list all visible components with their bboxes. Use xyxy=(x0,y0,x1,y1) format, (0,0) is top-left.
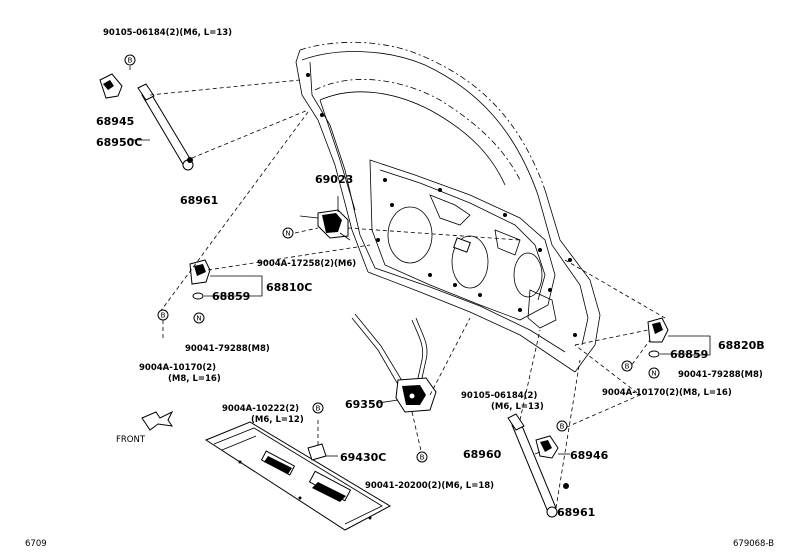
label-9004A-10170-left-b: (M8, L=16) xyxy=(168,374,221,384)
svg-text:B: B xyxy=(560,423,565,431)
label-lines xyxy=(130,139,711,457)
garnish-69430C xyxy=(204,421,392,531)
marker-b-6: B xyxy=(556,420,568,432)
label-68859-left: 68859 xyxy=(212,290,250,303)
label-90041-79288-left: 90041-79288(M8) xyxy=(185,344,270,354)
marker-b-3: B xyxy=(621,360,633,372)
bolt-68961-top xyxy=(187,157,193,163)
label-9004A-10222-b: (M6, L=12) xyxy=(251,415,304,425)
marker-b-2: B xyxy=(157,309,169,321)
svg-text:N: N xyxy=(196,315,201,323)
label-9004A-10222-a: 9004A-10222(2) xyxy=(222,404,299,414)
svg-text:B: B xyxy=(316,405,321,413)
marker-n-3: N xyxy=(648,367,660,379)
label-68961-bottom: 68961 xyxy=(557,506,595,519)
leader-lines xyxy=(129,60,666,509)
svg-text:B: B xyxy=(128,57,133,65)
handle-69023 xyxy=(299,209,351,241)
label-90105-06184-right-a: 90105-06184(2) xyxy=(461,391,537,401)
svg-text:B: B xyxy=(625,363,630,371)
label-69430C: 69430C xyxy=(340,451,386,464)
label-68859-right: 68859 xyxy=(670,348,708,361)
label-90041-79288-right: 90041-79288(M8) xyxy=(678,370,763,380)
label-68960: 68960 xyxy=(463,448,502,461)
label-68810C: 68810C xyxy=(266,281,312,294)
marker-b-5: B xyxy=(416,451,428,463)
stay-damper-right xyxy=(507,413,558,518)
lock-69350 xyxy=(351,313,437,413)
label-69350: 69350 xyxy=(345,398,384,411)
label-68820B: 68820B xyxy=(718,339,765,352)
label-90041-20200: 90041-20200(2)(M6, L=18) xyxy=(365,481,494,491)
marker-n-1: N xyxy=(282,227,294,239)
stay-damper-left xyxy=(137,83,194,171)
label-9004A-10170-right: 9004A-10170(2)(M8, L=16) xyxy=(602,388,732,398)
marker-b-1: B xyxy=(124,54,136,66)
figure-id: 679068-B xyxy=(733,539,774,549)
label-68961-top: 68961 xyxy=(180,194,218,207)
marker-b-4: B xyxy=(312,402,324,414)
marker-n-2: N xyxy=(193,312,205,324)
svg-text:N: N xyxy=(285,230,290,238)
svg-text:B: B xyxy=(420,454,425,462)
bracket-68946 xyxy=(535,435,559,459)
striker-68810C xyxy=(189,259,211,300)
label-68945: 68945 xyxy=(96,115,134,128)
label-69023: 69023 xyxy=(315,173,353,186)
label-68950C: 68950C xyxy=(96,136,142,149)
bolt-68961-bottom xyxy=(563,483,569,489)
svg-text:N: N xyxy=(651,370,656,378)
label-90105-06184-top: 90105-06184(2)(M6, L=13) xyxy=(103,28,232,38)
striker-68820B xyxy=(647,317,669,358)
bracket-68945 xyxy=(99,73,123,99)
label-9004A-10170-left-a: 9004A-10170(2) xyxy=(139,363,216,373)
label-front: FRONT xyxy=(116,435,146,445)
label-9004A-17258: 9004A-17258(2)(M6) xyxy=(257,259,356,269)
page-number-left: 6709 xyxy=(25,539,47,549)
back-door-panel xyxy=(295,41,601,373)
front-arrow xyxy=(141,410,174,431)
svg-text:B: B xyxy=(161,312,166,320)
label-90105-06184-right-b: (M6, L=13) xyxy=(491,402,544,412)
label-68946: 68946 xyxy=(570,449,609,462)
